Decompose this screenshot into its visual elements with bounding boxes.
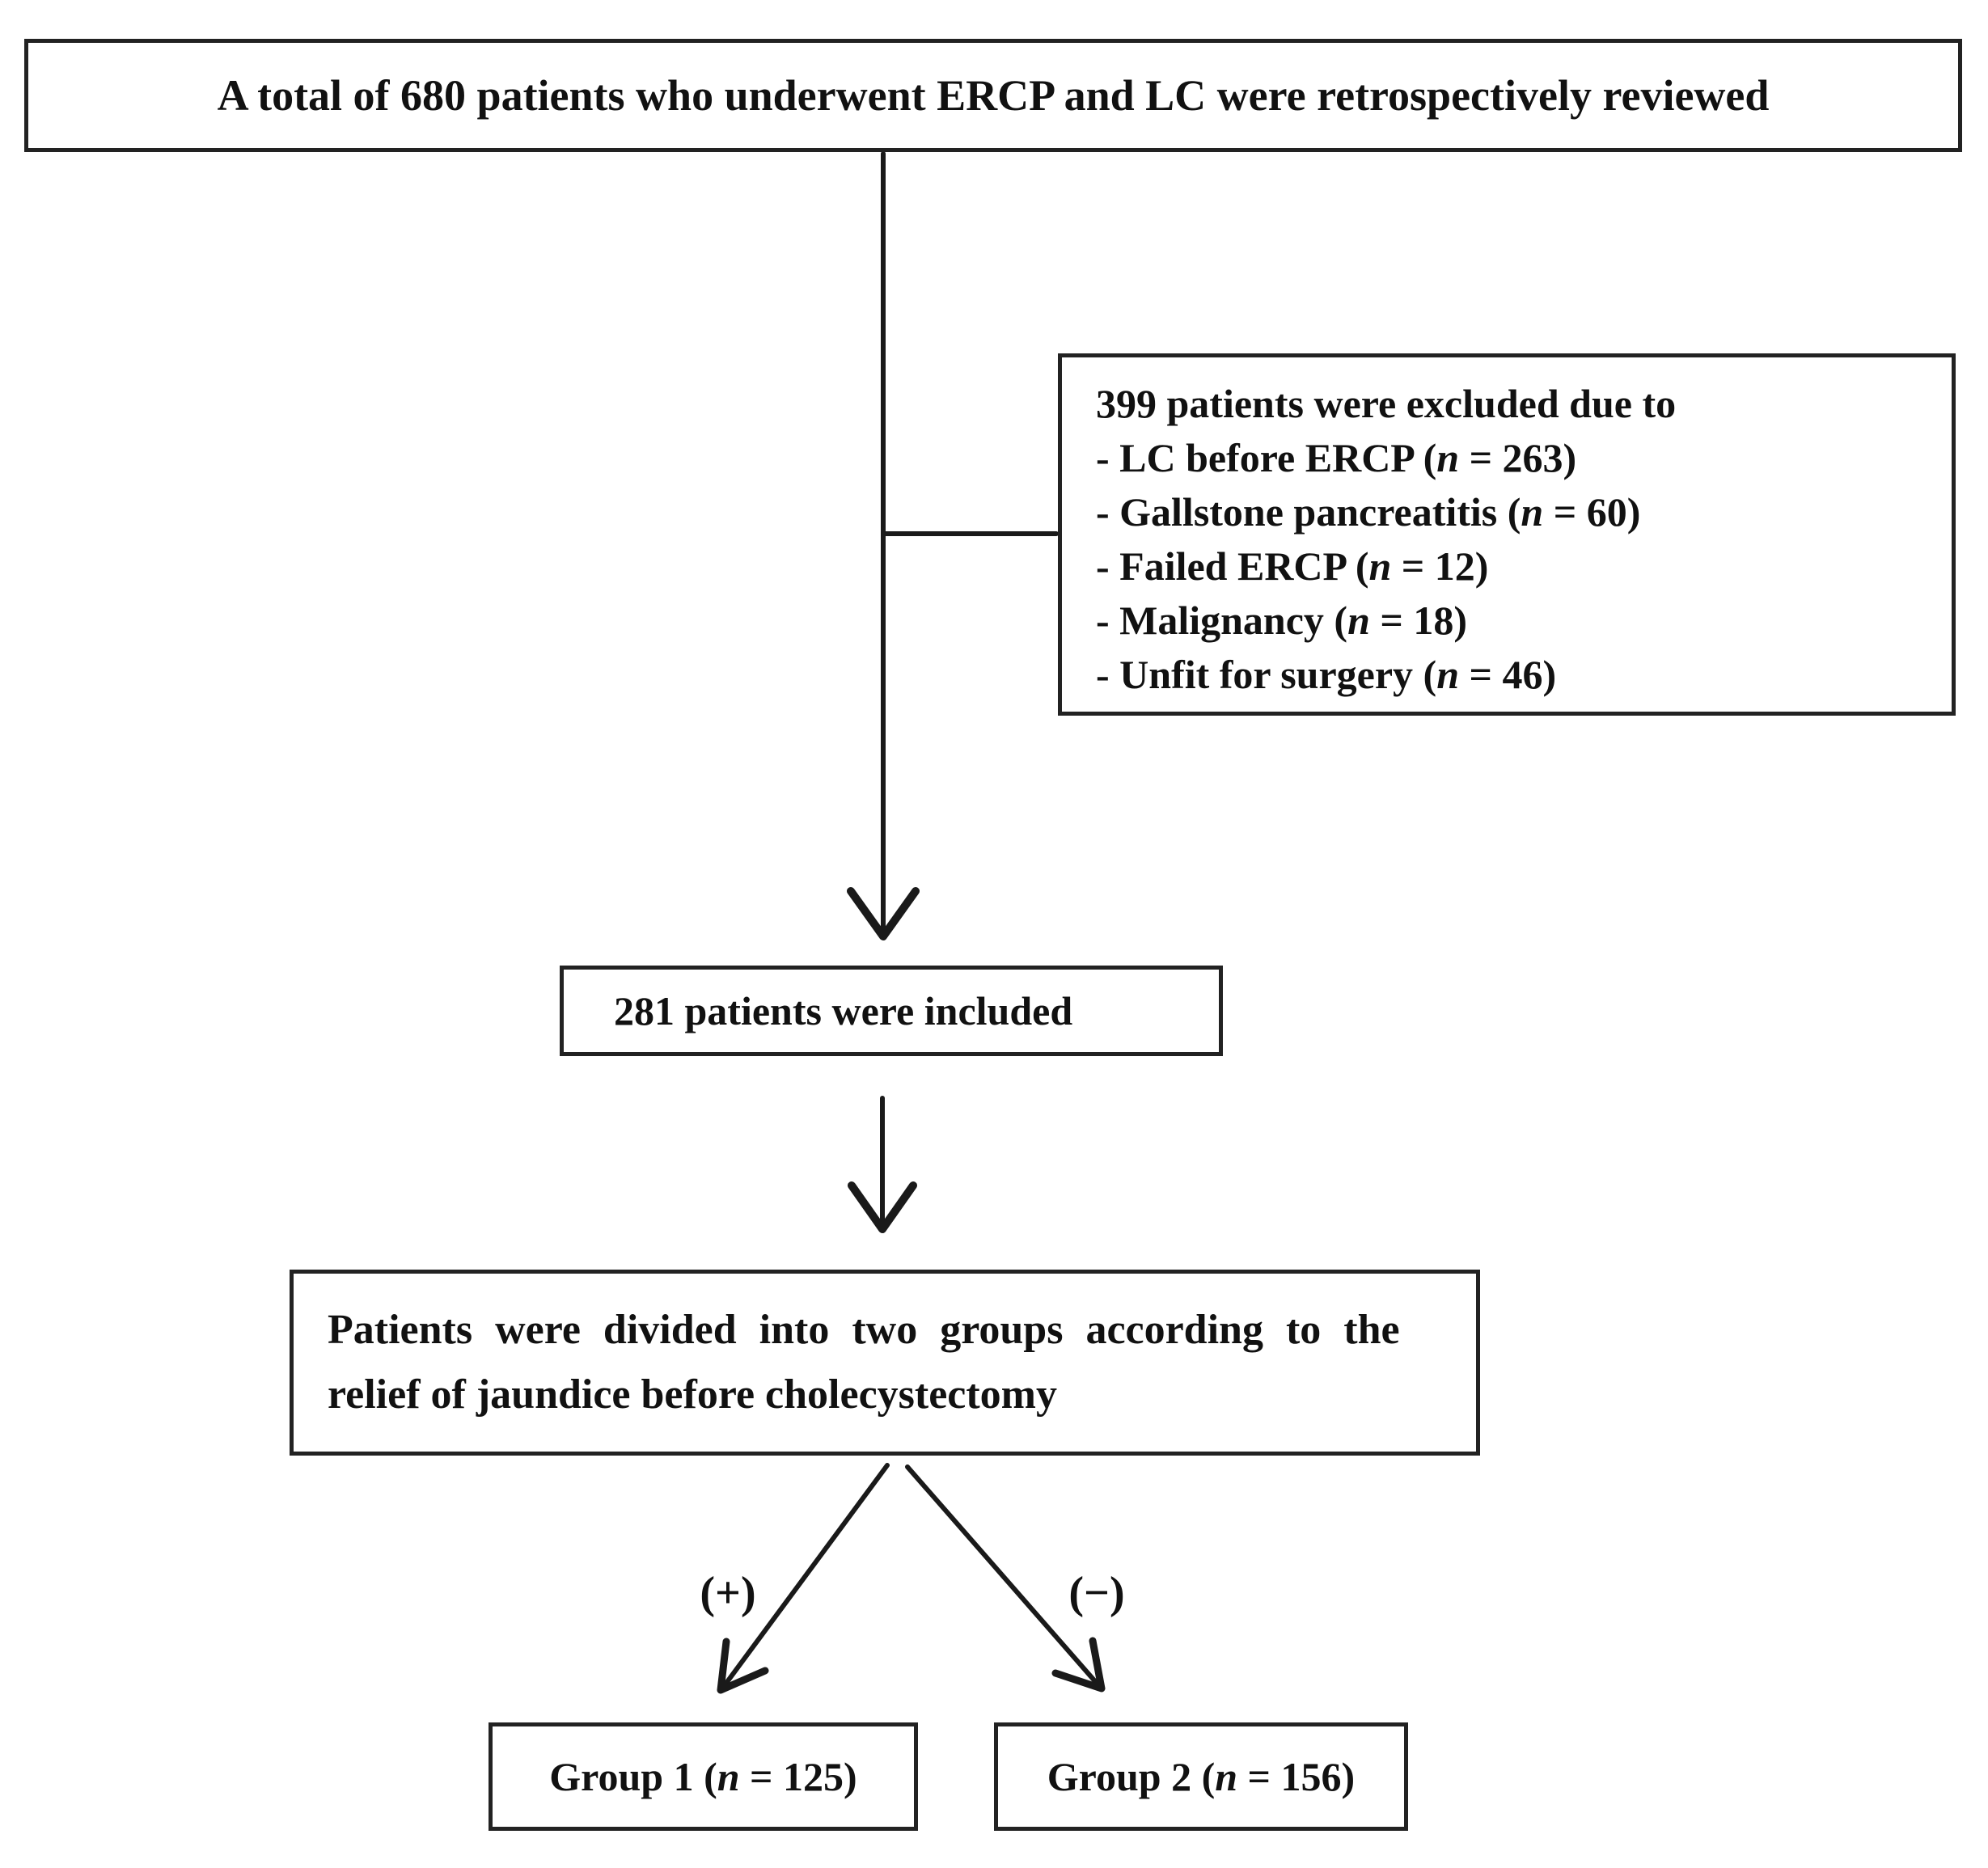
group1-text: Group 1 (n = 125) xyxy=(549,1754,857,1799)
excluded-item: - Failed ERCP (n = 12) xyxy=(1096,543,1489,589)
group1-box: Group 1 (n = 125) xyxy=(489,1722,918,1831)
excluded-item: - Malignancy (n = 18) xyxy=(1096,598,1468,643)
excluded-item: - LC before ERCP (n = 263) xyxy=(1096,435,1577,480)
arrow-included-to-divided-head xyxy=(848,1181,917,1233)
included-patients-box: 281 patients were included xyxy=(560,966,1223,1056)
divided-groups-line-2: relief of jaundice before cholecystectom… xyxy=(328,1371,1058,1418)
arrow-divided-to-group2-head xyxy=(1051,1637,1106,1693)
excluded-title: 399 patients were excluded due to xyxy=(1096,381,1677,426)
included-patients-text: 281 patients were included xyxy=(614,988,1073,1033)
group2-box: Group 2 (n = 156) xyxy=(994,1722,1408,1831)
arrow-total-to-included-head xyxy=(847,887,920,940)
total-patients-box: A total of 680 patients who underwent ER… xyxy=(24,39,1962,152)
excluded-item: - Unfit for surgery (n = 46) xyxy=(1096,652,1557,697)
divided-groups-box: Patients were divided into two groups ac… xyxy=(290,1270,1480,1456)
excluded-item: - Gallstone pancreatitis (n = 60) xyxy=(1096,489,1641,535)
jaundice-relief-positive-label: (+) xyxy=(700,1568,756,1618)
jaundice-relief-negative-label: (−) xyxy=(1068,1568,1125,1618)
arrow-divided-to-group1-head xyxy=(717,1638,769,1694)
excluded-patients-box: 399 patients were excluded due to - LC b… xyxy=(1058,353,1956,716)
divided-groups-line-1: Patients were divided into two groups ac… xyxy=(328,1307,1400,1353)
total-patients-text: A total of 680 patients who underwent ER… xyxy=(217,71,1770,120)
group2-text: Group 2 (n = 156) xyxy=(1047,1754,1356,1799)
